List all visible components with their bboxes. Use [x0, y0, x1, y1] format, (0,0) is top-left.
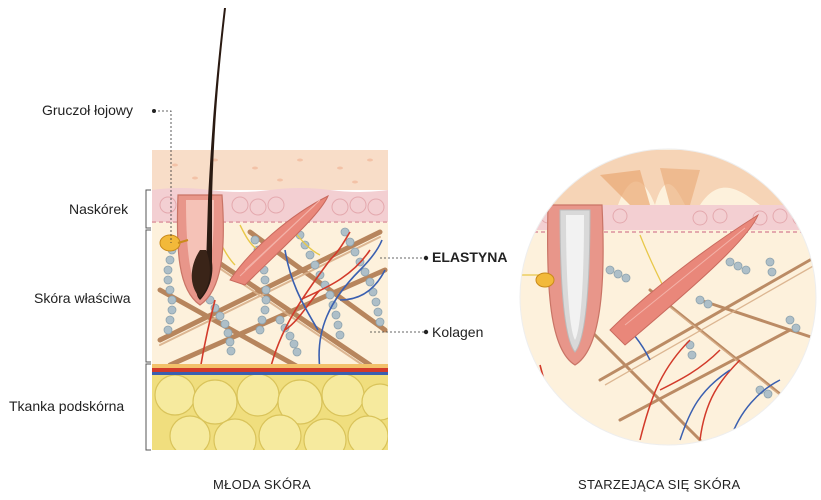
fat-cells	[154, 373, 388, 450]
hypodermis-label: Tkanka podskórna	[9, 398, 125, 414]
young-skin-block	[152, 150, 388, 450]
sebaceous-gland	[159, 234, 181, 252]
hair-shaft	[196, 8, 226, 300]
gland-leader	[154, 110, 172, 243]
aging-skin-caption: STARZEJĄCA SIĘ SKÓRA	[578, 477, 741, 492]
vein-band	[152, 372, 388, 375]
nerve-band	[152, 364, 388, 368]
epidermis-outer	[152, 150, 388, 190]
epidermis-label: Naskórek	[69, 201, 129, 217]
artery-band	[152, 368, 388, 372]
layer-brackets	[145, 189, 151, 451]
sebaceous-gland-label: Gruczoł łojowy	[42, 102, 134, 118]
young-skin-caption: MŁODA SKÓRA	[213, 477, 311, 492]
blood-vessels	[199, 231, 386, 371]
collagen-label: Kolagen	[432, 324, 484, 340]
aging-skin-circle	[520, 149, 816, 445]
elastin-label: ELASTYNA	[432, 249, 508, 265]
dermis-label: Skóra właściwa	[34, 290, 131, 306]
